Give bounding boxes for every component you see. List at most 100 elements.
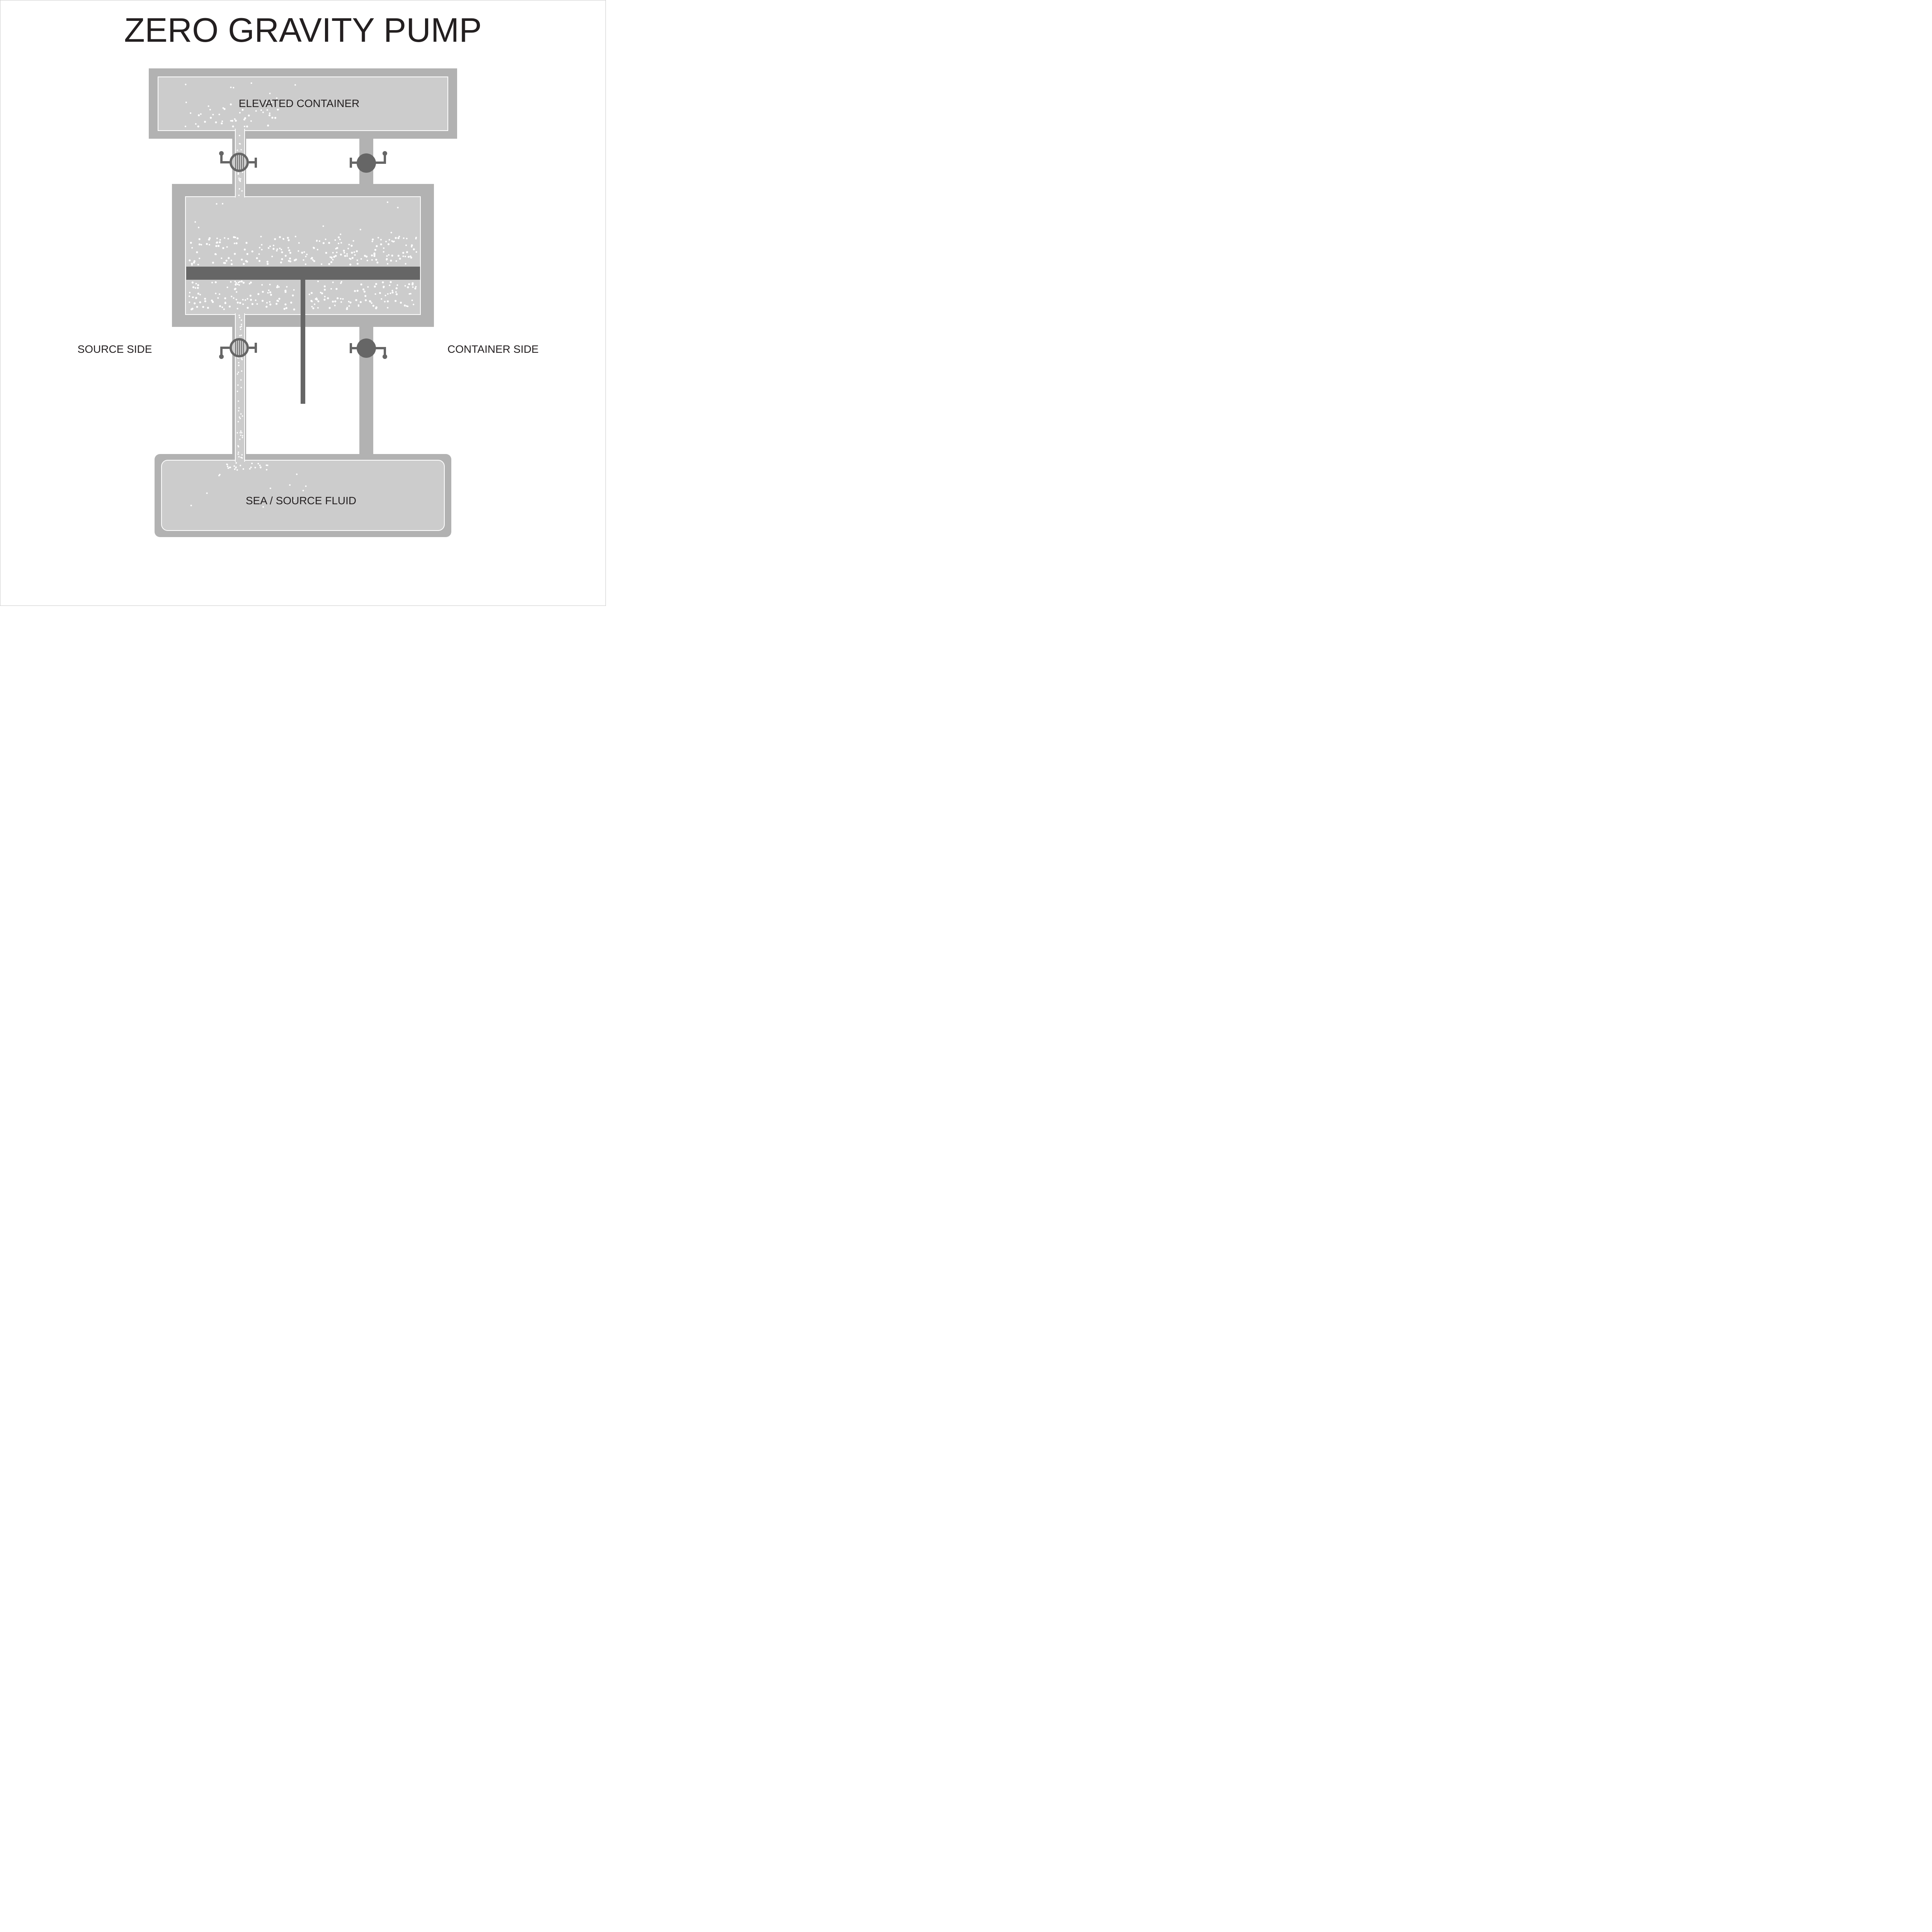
bubble (204, 121, 206, 123)
bubble (387, 293, 389, 295)
bubble (375, 283, 378, 285)
bubble (311, 306, 313, 308)
bubble (235, 282, 237, 284)
bubble (382, 281, 384, 284)
bubble (249, 294, 252, 297)
bubble (302, 490, 304, 492)
bubble (230, 120, 232, 122)
bubble (240, 379, 242, 381)
bubble (261, 249, 263, 250)
bubble (298, 250, 299, 252)
bubble (270, 294, 272, 296)
bubble (293, 308, 295, 311)
bubble (235, 119, 237, 122)
bubble (261, 244, 263, 246)
bubble (321, 263, 323, 265)
bubble (269, 112, 270, 114)
bubble (397, 255, 400, 257)
bubble (270, 101, 272, 103)
bubble (234, 468, 236, 470)
bubble (371, 240, 373, 242)
bubble (378, 237, 379, 239)
bubble (217, 297, 219, 299)
bubble (312, 307, 315, 310)
container-lower-valve[interactable] (350, 338, 387, 359)
bubble (267, 247, 269, 249)
valve-handle-knob[interactable] (219, 151, 224, 156)
bubble (352, 240, 354, 242)
bubble (408, 283, 410, 286)
bubble (238, 365, 240, 366)
bubble (400, 301, 402, 304)
valve-handle-knob[interactable] (219, 354, 224, 359)
bubble (332, 259, 334, 261)
bubble (335, 288, 338, 290)
bubble (340, 282, 342, 284)
bubble (348, 244, 350, 245)
source-upper-valve[interactable] (219, 151, 257, 172)
bubble (314, 303, 316, 305)
bubble (245, 242, 248, 244)
bubble (340, 298, 342, 300)
bubble (318, 240, 320, 242)
bubble (274, 117, 277, 119)
bubble (299, 99, 301, 100)
bubble (276, 303, 278, 305)
valve-handle-knob[interactable] (383, 151, 387, 156)
bubble (269, 245, 271, 247)
bubble (239, 112, 241, 114)
bubble (190, 112, 192, 114)
bubble (241, 190, 243, 192)
bubble (386, 259, 388, 261)
bubble (281, 251, 283, 253)
bubble (389, 293, 391, 294)
bubble (380, 243, 382, 246)
source-lower-valve[interactable] (219, 338, 257, 359)
bubble (379, 292, 381, 294)
bubble (222, 247, 224, 249)
valve-handle-knob[interactable] (383, 354, 387, 359)
bubble (218, 245, 220, 247)
bubble (191, 281, 194, 284)
bubble (356, 289, 359, 292)
bubble (208, 244, 210, 246)
bubble (354, 254, 356, 256)
bubble (376, 245, 378, 247)
bubble (256, 303, 258, 305)
bubble (233, 465, 235, 467)
bubble (226, 246, 228, 248)
bubble (276, 250, 278, 252)
bubble (207, 307, 209, 309)
bubble (276, 286, 278, 288)
bubble (238, 371, 239, 373)
diagram-title: ZERO GRAVITY PUMP (124, 11, 482, 49)
bubble (284, 255, 287, 257)
bubble (348, 301, 350, 303)
bubble (248, 283, 250, 285)
bubble (332, 300, 334, 303)
zero-gravity-pump-diagram: ZERO GRAVITY PUMP (0, 0, 606, 606)
bubble (238, 188, 240, 190)
bubble (193, 261, 195, 264)
bubble (227, 467, 229, 469)
bubble (238, 451, 239, 453)
bubble (398, 236, 400, 238)
bubble (280, 261, 282, 264)
bubble (242, 437, 243, 439)
bubble (385, 241, 387, 243)
bubble (313, 247, 315, 249)
bubble (195, 123, 197, 125)
source-reservoir-interior (161, 460, 445, 531)
bubble (248, 114, 250, 117)
bubble (294, 236, 296, 238)
bubble (308, 293, 310, 295)
bubble (233, 242, 235, 244)
bubble (237, 421, 239, 423)
container-upper-valve[interactable] (350, 151, 387, 173)
bubble (336, 247, 338, 249)
bubble (288, 249, 291, 252)
bubble (395, 260, 397, 262)
bubble (413, 248, 415, 250)
bubble (279, 236, 281, 238)
bubble (397, 207, 399, 209)
